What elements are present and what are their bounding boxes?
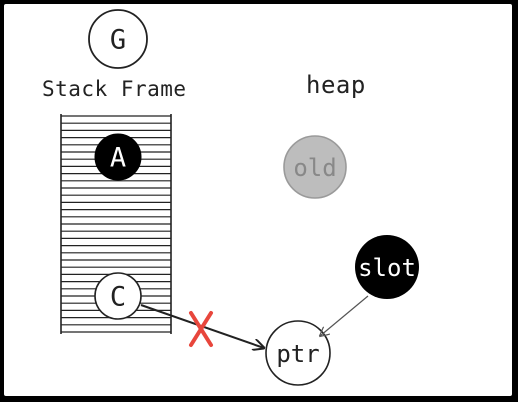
cross-mark-icon (189, 311, 213, 347)
diagram-svg: G Stack Frame heap A C old slot ptr (42, 9, 419, 386)
a-node-label: A (110, 143, 126, 174)
old-node: old (283, 135, 347, 199)
ptr-node-label: ptr (276, 340, 319, 368)
stack-frame-label: Stack Frame (42, 77, 187, 101)
c-node: C (94, 272, 142, 320)
old-node-label: old (293, 154, 336, 182)
ptr-node: ptr (265, 320, 331, 386)
slot-to-ptr-arrow (320, 295, 369, 336)
a-node: A (94, 133, 142, 181)
slot-node-label: slot (358, 254, 416, 282)
g-node-label: G (110, 25, 126, 56)
diagram-canvas: G Stack Frame heap A C old slot ptr (4, 4, 512, 396)
c-node-label: C (110, 282, 126, 313)
slot-node: slot (355, 235, 419, 299)
heap-label: heap (306, 71, 366, 99)
g-node: G (88, 9, 148, 69)
